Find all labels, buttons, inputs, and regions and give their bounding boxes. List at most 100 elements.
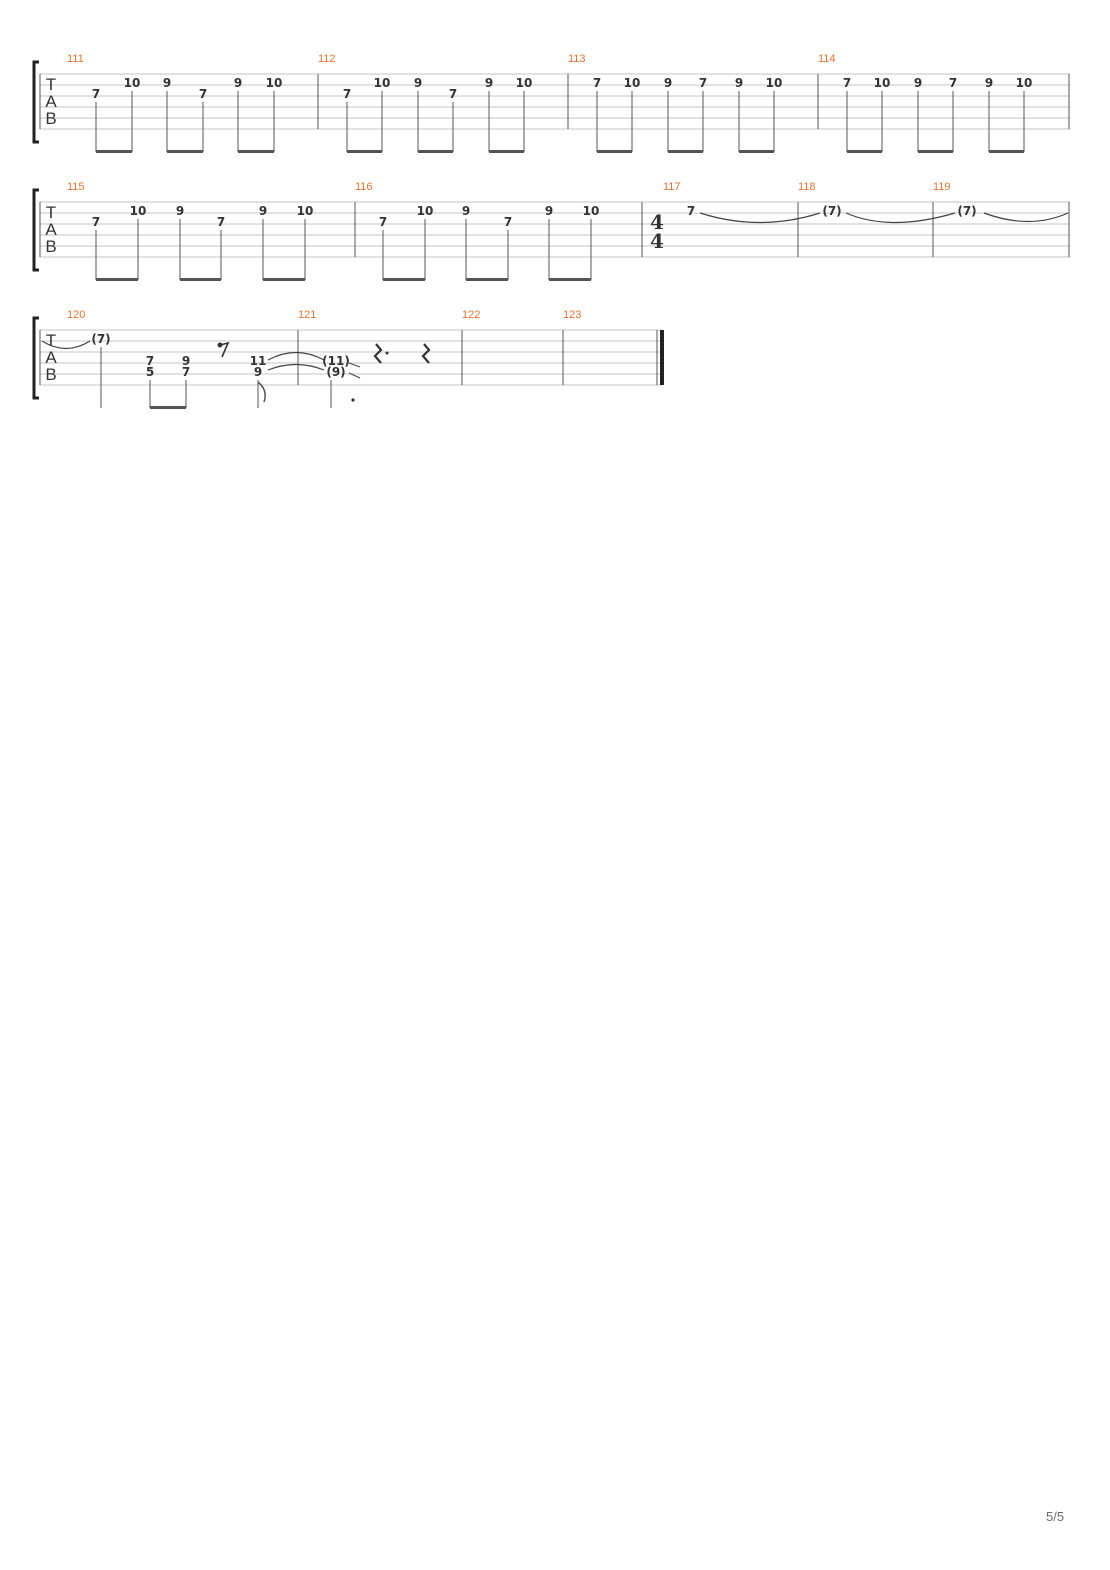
fret-number: 10 bbox=[130, 204, 147, 218]
fret-number: 10 bbox=[624, 76, 641, 90]
tab-clef-a: A bbox=[45, 220, 57, 239]
tab-system-3: T A B 120 121 122 123 (7) 7 5 9 7 11 9 (… bbox=[32, 309, 664, 409]
fret-number: 10 bbox=[374, 76, 391, 90]
fret-number: 7 bbox=[92, 87, 100, 101]
measure-number: 118 bbox=[798, 181, 816, 193]
tab-clef-a: A bbox=[45, 92, 57, 111]
fret-number: (9) bbox=[326, 365, 345, 379]
fret-number: 10 bbox=[516, 76, 533, 90]
fret-number: 7 bbox=[699, 76, 707, 90]
fret-number: 9 bbox=[182, 354, 190, 368]
measure-number: 119 bbox=[933, 181, 951, 193]
fret-number: 9 bbox=[234, 76, 242, 90]
fret-number: 9 bbox=[664, 76, 672, 90]
fret-number: 10 bbox=[1016, 76, 1033, 90]
note-stems bbox=[95, 91, 1025, 152]
measure-number: 113 bbox=[568, 53, 586, 65]
tie-arcs bbox=[699, 212, 1069, 224]
final-barline bbox=[660, 330, 664, 385]
fret-number: 7 bbox=[504, 215, 512, 229]
note-stems bbox=[95, 219, 592, 280]
note-beams bbox=[96, 278, 591, 281]
fret-number: 9 bbox=[176, 204, 184, 218]
note-beam bbox=[150, 406, 186, 409]
fret-number: 9 bbox=[414, 76, 422, 90]
fret-number: 9 bbox=[259, 204, 267, 218]
fret-number: 9 bbox=[735, 76, 743, 90]
fret-number: 9 bbox=[985, 76, 993, 90]
tab-clef-b: B bbox=[45, 109, 56, 128]
fret-number: 7 bbox=[593, 76, 601, 90]
measure-number: 112 bbox=[318, 53, 336, 65]
system-bracket bbox=[32, 316, 39, 400]
quarter-rest-icon bbox=[421, 343, 431, 364]
measure-number: 120 bbox=[67, 309, 85, 321]
fret-number: 7 bbox=[199, 87, 207, 101]
fret-number: 7 bbox=[843, 76, 851, 90]
tab-clef-t: T bbox=[46, 331, 56, 350]
fret-number: 10 bbox=[583, 204, 600, 218]
fret-number: 9 bbox=[545, 204, 553, 218]
fret-number: (7) bbox=[91, 332, 110, 346]
note-beams bbox=[96, 150, 1024, 153]
time-signature-denominator: 4 bbox=[650, 229, 664, 253]
measure-number: 111 bbox=[67, 53, 84, 65]
tab-clef-b: B bbox=[45, 237, 56, 256]
system-bracket bbox=[32, 60, 39, 144]
tab-clef-b: B bbox=[45, 365, 56, 384]
measure-number: 123 bbox=[563, 309, 581, 321]
fret-number: 7 bbox=[379, 215, 387, 229]
measure-number: 115 bbox=[67, 181, 85, 193]
measure-number: 121 bbox=[298, 309, 316, 321]
fret-number: 9 bbox=[462, 204, 470, 218]
staff-lines bbox=[40, 329, 662, 386]
fret-number: 10 bbox=[124, 76, 141, 90]
tab-system-1: T A B 111 112 113 114 7 10 9 7 9 10 7 10… bbox=[32, 53, 1070, 153]
fret-number: 7 bbox=[146, 354, 154, 368]
measure-number: 117 bbox=[663, 181, 681, 193]
time-signature-numerator: 4 bbox=[650, 210, 664, 234]
measure-number: 114 bbox=[818, 53, 836, 65]
fret-number: 10 bbox=[874, 76, 891, 90]
fret-number: 10 bbox=[417, 204, 434, 218]
fret-number: (7) bbox=[957, 204, 976, 218]
fret-number: 7 bbox=[343, 87, 351, 101]
note-stems bbox=[100, 347, 332, 408]
tab-system-2: T A B 115 116 117 118 119 4 4 7 10 9 7 9… bbox=[32, 181, 1070, 281]
staff-lines bbox=[40, 201, 1070, 258]
tab-clef-t: T bbox=[46, 75, 56, 94]
fret-number: 10 bbox=[266, 76, 283, 90]
fret-number: 10 bbox=[297, 204, 314, 218]
tab-clef-a: A bbox=[45, 348, 57, 367]
fret-number: 9 bbox=[254, 365, 262, 379]
measure-number: 116 bbox=[355, 181, 373, 193]
barlines bbox=[39, 74, 1070, 129]
fret-number: 5 bbox=[146, 365, 154, 379]
fret-number: 7 bbox=[687, 204, 695, 218]
fret-number: (7) bbox=[822, 204, 841, 218]
fret-number: 7 bbox=[449, 87, 457, 101]
eighth-flag bbox=[257, 381, 266, 403]
fret-number: (11) bbox=[322, 354, 350, 368]
fret-number: 11 bbox=[250, 354, 267, 368]
fret-number: 7 bbox=[217, 215, 225, 229]
fret-number: 10 bbox=[766, 76, 783, 90]
tie-arcs bbox=[267, 351, 325, 371]
measure-number: 122 bbox=[462, 309, 480, 321]
dot-icon bbox=[385, 351, 389, 355]
fret-number: 9 bbox=[163, 76, 171, 90]
tie-arc bbox=[41, 340, 91, 350]
system-bracket bbox=[32, 188, 39, 272]
fret-number: 9 bbox=[485, 76, 493, 90]
fret-number: 7 bbox=[182, 365, 190, 379]
fret-number: 7 bbox=[949, 76, 957, 90]
fret-number: 9 bbox=[914, 76, 922, 90]
page-number: 5/5 bbox=[1046, 1509, 1065, 1524]
staff-lines bbox=[40, 73, 1070, 130]
eighth-rest-icon bbox=[217, 341, 230, 358]
dot-icon bbox=[351, 398, 355, 402]
tab-clef-t: T bbox=[46, 203, 56, 222]
barlines bbox=[39, 330, 658, 385]
barlines bbox=[39, 202, 1070, 257]
